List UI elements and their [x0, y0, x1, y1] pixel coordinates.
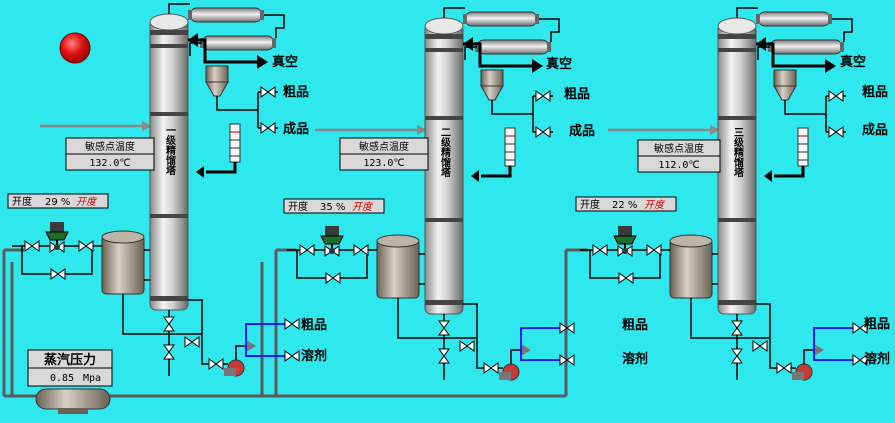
opening-value: 35 % — [320, 202, 345, 213]
sensor-temperature-box: 敏感点温度 123.0℃ — [339, 137, 429, 171]
crude-label: 粗品 — [862, 84, 888, 100]
unit-2 — [287, 8, 574, 380]
vacuum-label: 真空 — [840, 54, 866, 70]
sensor-label: 敏感点温度 — [85, 140, 135, 153]
opening-label: 开度 — [288, 200, 308, 213]
sensor-value: 132.0℃ — [89, 158, 130, 169]
opening-suffix: 开度 — [76, 196, 98, 208]
sensor-value: 112.0℃ — [658, 160, 699, 171]
opening-suffix: 开度 — [352, 201, 374, 213]
opening-value: 29 % — [45, 197, 70, 208]
product-label: 成品 — [862, 122, 888, 138]
sensor-temperature-box: 敏感点温度 112.0℃ — [637, 139, 721, 173]
steam-pressure-unit: Mpa — [83, 373, 101, 384]
bottom-solvent-label: 溶剂 — [864, 351, 890, 367]
steam-drum — [35, 388, 111, 414]
sensor-label: 敏感点温度 — [359, 140, 409, 153]
column-name: 一级精馏塔 — [164, 125, 177, 176]
valve-opening-box: 开度 35 % 开度 — [283, 198, 385, 214]
product-label: 成品 — [569, 123, 595, 139]
steam-pressure-value: 0.85 — [50, 373, 74, 384]
steam-pressure-label: 蒸汽压力 — [44, 352, 96, 368]
unit-1 — [12, 4, 299, 376]
opening-label: 开度 — [580, 198, 600, 211]
steam-pressure-box: 蒸汽压力 0.85 Mpa — [27, 349, 113, 387]
product-label: 成品 — [283, 121, 309, 137]
sensor-value: 123.0℃ — [363, 158, 404, 169]
opening-label: 开度 — [12, 195, 32, 208]
sensor-temperature-box: 敏感点温度 132.0℃ — [65, 137, 155, 171]
status-lamp-indicator — [59, 32, 91, 64]
sensor-label: 敏感点温度 — [654, 142, 704, 155]
bottom-crude-label: 粗品 — [622, 317, 648, 333]
valve-opening-box: 开度 29 % 开度 — [7, 193, 109, 209]
bottom-solvent-label: 溶剂 — [622, 351, 648, 367]
opening-suffix: 开度 — [644, 199, 666, 211]
bottom-crude-label: 粗品 — [301, 317, 327, 333]
valve-opening-box: 开度 22 % 开度 — [575, 196, 677, 212]
column-2: 二级精馏塔 真空 粗品 成品 粗品 溶剂 敏感点温度 123.0℃ 开度 35 … — [283, 56, 648, 367]
crude-label: 粗品 — [283, 84, 309, 100]
bottom-crude-label: 粗品 — [864, 316, 890, 332]
column-name: 三级精馏塔 — [732, 127, 745, 178]
column-name: 二级精馏塔 — [439, 127, 452, 178]
crude-label: 粗品 — [564, 86, 590, 102]
column-3: 三级精馏塔 真空 粗品 成品 粗品 溶剂 敏感点温度 112.0℃ 开度 22 … — [575, 54, 890, 367]
opening-value: 22 % — [612, 200, 637, 211]
bottom-solvent-label: 溶剂 — [301, 348, 327, 364]
column-1: 一级精馏塔 真空 粗品 成品 粗品 溶剂 敏感点温度 132.0℃ 开度 29 … — [7, 54, 327, 364]
vacuum-label: 真空 — [546, 56, 572, 72]
vacuum-label: 真空 — [272, 54, 298, 70]
